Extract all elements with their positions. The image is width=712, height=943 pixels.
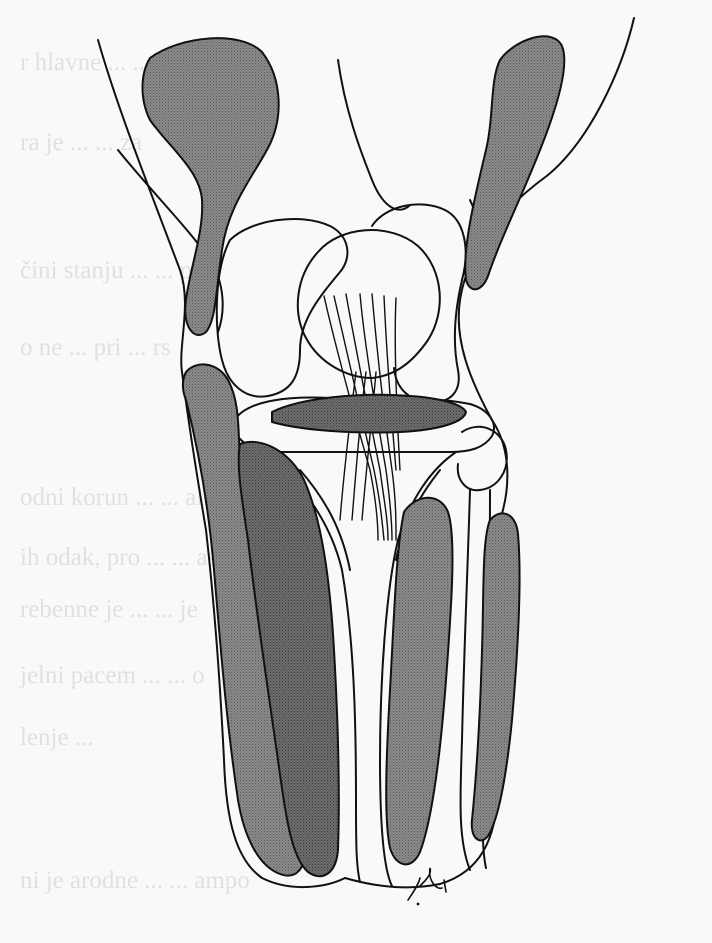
femoral-condyle-left bbox=[217, 219, 348, 397]
meniscus bbox=[272, 395, 466, 433]
femoral-condyle-right bbox=[372, 204, 466, 402]
bleed-line: rebenne je ... ... je bbox=[20, 596, 198, 623]
bleed-line: jelni pacem ... ... o bbox=[19, 662, 205, 689]
bleed-line: ni je arodne ... ... ampo bbox=[20, 867, 250, 894]
patella bbox=[298, 230, 440, 378]
bleed-line: o ne ... pri ... rs bbox=[20, 334, 171, 361]
thigh-line-center bbox=[338, 60, 410, 210]
bleed-line: lenje ... bbox=[20, 724, 94, 751]
fibula-head bbox=[458, 427, 507, 490]
bleed-line: ih odak, pro ... ... asl bbox=[20, 544, 224, 571]
muscle-upper-right bbox=[465, 36, 564, 289]
bleed-line: ra je ... ... za bbox=[20, 129, 142, 156]
muscle-upper-left bbox=[143, 38, 279, 335]
muscle-lower-right bbox=[472, 513, 520, 840]
